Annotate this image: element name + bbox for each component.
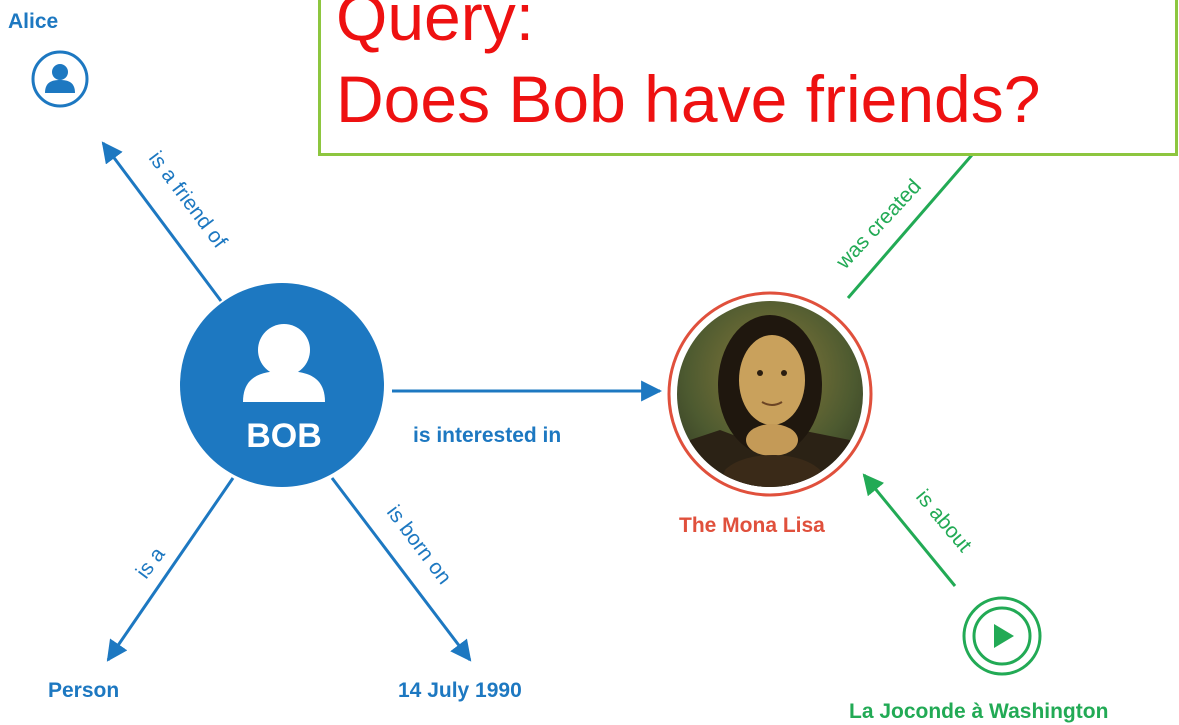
query-line-1: Query: (336, 0, 535, 54)
edge-friend (101, 141, 223, 302)
edge-label-born: is born on (382, 501, 456, 589)
play-icon (994, 624, 1014, 648)
mona-lisa-node (667, 291, 873, 497)
bob-label: BOB (246, 417, 322, 455)
edge-about (862, 473, 957, 587)
edge-label-friend: is a friend of (144, 147, 231, 252)
mona-lisa-label: The Mona Lisa (679, 514, 825, 537)
query-line-2: Does Bob have friends? (336, 62, 1041, 136)
bob-node: BOB (180, 283, 384, 487)
joconde-label: La Joconde à Washington (849, 700, 1108, 723)
person-icon (45, 64, 75, 93)
person-label: Person (48, 679, 119, 702)
edge-is-a (106, 477, 235, 662)
joconde-node (962, 596, 1042, 676)
date-label: 14 July 1990 (398, 679, 522, 702)
edge-born (330, 477, 472, 662)
mona-lisa-portrait (677, 301, 863, 487)
edge-created (846, 147, 980, 299)
edge-label-interested: is interested in (413, 424, 561, 447)
person-icon (243, 324, 325, 402)
query-box (318, 0, 1178, 156)
alice-node (31, 50, 89, 108)
alice-label: Alice (8, 10, 58, 33)
